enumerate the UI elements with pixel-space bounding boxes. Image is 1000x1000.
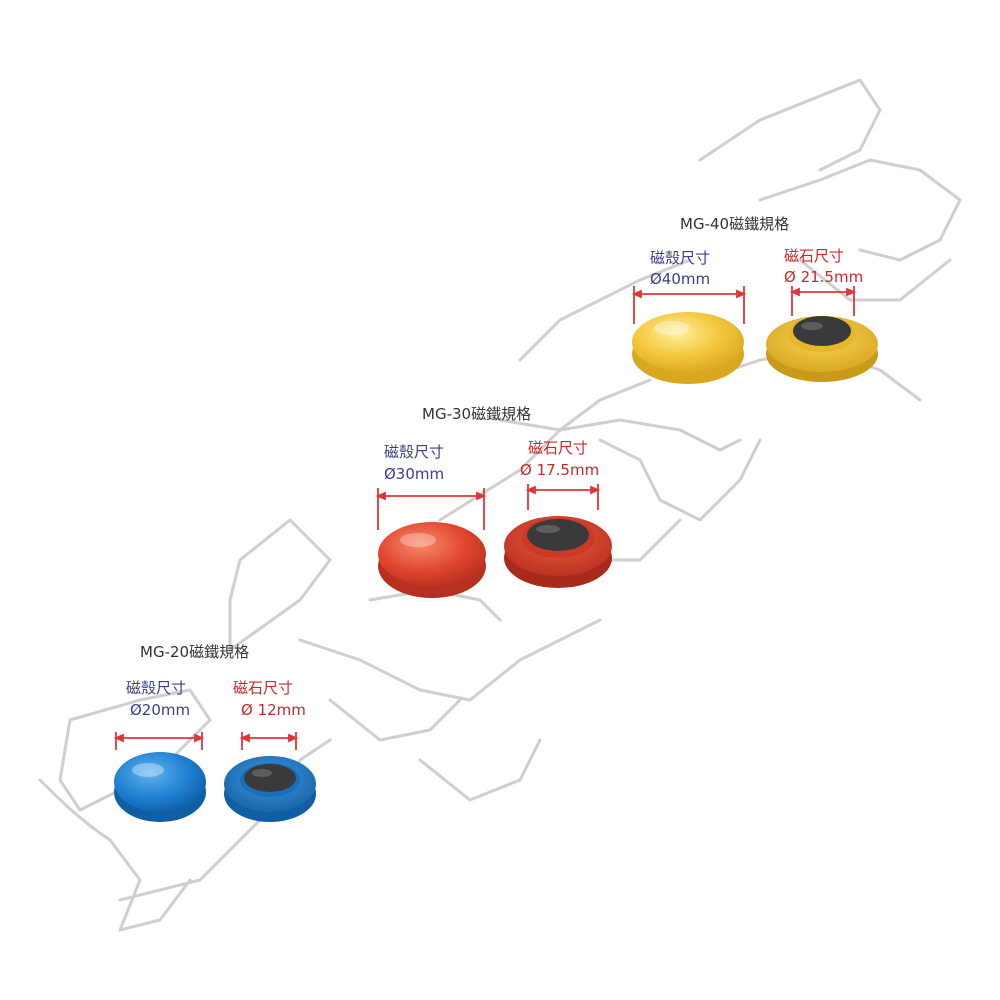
mg40-magnet-core — [766, 316, 878, 382]
mg40-magnets — [631, 286, 878, 384]
mg40-magnet-label: 磁石尺寸 — [784, 247, 845, 265]
mg30-shell-size: Ø30mm — [384, 465, 445, 483]
mg30-magnet-size: Ø 17.5mm — [520, 461, 600, 479]
mg30-title: MG-30磁鐵規格 — [422, 405, 532, 423]
mg30-magnet-label: 磁石尺寸 — [528, 439, 589, 457]
mg40-magnet-size: Ø 21.5mm — [784, 268, 864, 286]
mg20-shell-magnet — [114, 752, 206, 822]
mg30-magnets — [375, 484, 612, 598]
mg20-magnet-size: Ø 12mm — [241, 701, 306, 719]
mg40-title: MG-40磁鐵規格 — [680, 215, 790, 233]
mg20-magnet-core — [224, 756, 316, 822]
mg40-shell-magnet — [632, 312, 744, 384]
mg30-shell-label: 磁殼尺寸 — [384, 443, 445, 461]
mg20-magnet-label: 磁石尺寸 — [233, 679, 294, 697]
mg20-title: MG-20磁鐵規格 — [140, 643, 250, 661]
mg30-shell-magnet — [378, 522, 486, 598]
mg20-shell-size: Ø20mm — [130, 701, 191, 719]
mg20-shell-label: 磁殼尺寸 — [126, 679, 187, 697]
mg30-magnet-core — [504, 516, 612, 588]
mg40-shell-size: Ø40mm — [650, 270, 711, 288]
mg40-shell-label: 磁殼尺寸 — [650, 249, 711, 267]
mg20-magnets — [113, 732, 316, 822]
